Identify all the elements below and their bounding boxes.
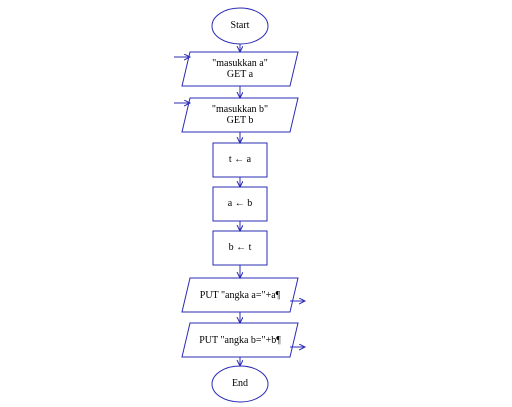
start-label: Start [230, 20, 250, 31]
assign-b-label: b ← t [228, 242, 252, 253]
input-a-prompt: "masukkan a" [212, 58, 268, 69]
assign-a-label: a ← b [227, 198, 253, 209]
input-b-prompt: "masukkan b" [211, 104, 269, 115]
end-label: End [231, 378, 249, 389]
input-b-parallelogram [181, 97, 299, 133]
assign-t-label: t ← a [228, 154, 252, 165]
output-a-label: PUT "angka a="+a¶ [199, 290, 281, 301]
output-b-label: PUT "angka b="+b¶ [199, 335, 281, 346]
output-a-parallelogram [181, 277, 299, 313]
input-a-parallelogram [181, 51, 299, 87]
output-b-parallelogram [181, 322, 299, 358]
input-a-get: GET a [226, 69, 254, 80]
input-b-get: GET b [226, 115, 254, 126]
